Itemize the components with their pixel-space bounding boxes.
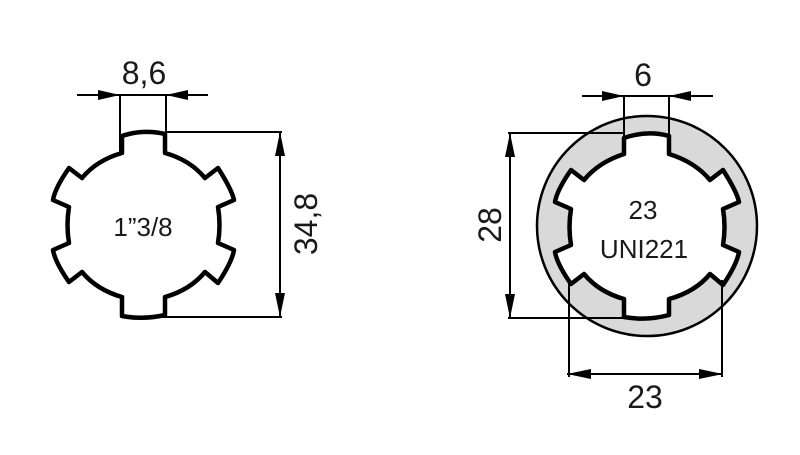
left-spline-profile: 1”3/8 [50,129,237,320]
left-diameter-value: 34,8 [288,193,324,255]
right-inner-width-dimension: 23 [567,280,723,415]
left-key-width-value: 8,6 [122,55,166,91]
right-diameter-value: 28 [472,207,508,243]
right-spline-outline [552,131,742,321]
left-spline-outline [50,129,237,320]
right-profile-label-line2: UNI221 [600,234,688,264]
right-key-width-value: 6 [634,57,652,93]
right-key-width-dimension: 6 [582,57,713,155]
right-hub-profile: 23 UNI221 [535,114,759,338]
left-profile-label: 1”3/8 [113,212,172,242]
right-diameter-dimension: 28 [472,132,624,319]
right-inner-width-value: 23 [627,379,663,415]
right-profile-label-line1: 23 [629,195,658,225]
left-diameter-dimension: 34,8 [143,131,324,318]
